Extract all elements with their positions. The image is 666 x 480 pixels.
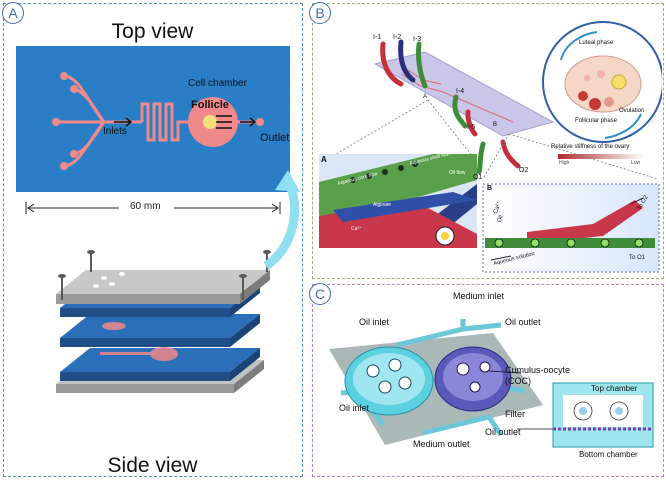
outlet-label: Outlet: [260, 132, 290, 144]
top-view-title: Top view: [111, 20, 194, 43]
inset-a-alginate-label: Alginate: [373, 202, 392, 208]
inset-a-label: A: [321, 155, 327, 164]
panel-b: B: [309, 2, 664, 279]
inlet-tubes: [380, 39, 521, 175]
medium-inlet-label: Medium inlet: [453, 291, 505, 301]
outlet-label-1: O1: [473, 174, 483, 181]
stiffness-low: Low: [631, 160, 641, 166]
cell-chamber-label: Cell chamber: [188, 78, 247, 89]
chamber-right-coc: [456, 361, 491, 393]
cycle-arrows: [560, 31, 642, 139]
ovary-tissue: [564, 55, 642, 113]
inlet-label-5: I-5: [467, 124, 476, 131]
oil-outlet-top-label: Oil outlet: [505, 317, 541, 327]
width-label: 60 mm: [130, 201, 161, 212]
panel-c-drawing: [329, 319, 654, 448]
inset-a: [319, 154, 477, 248]
luteal-phase-label: Luteal phase: [579, 40, 614, 46]
oil-outlet-bottom-label: Oil outlet: [485, 427, 521, 437]
curved-arrow-head: [275, 170, 300, 192]
filter-label: Filter: [505, 409, 525, 419]
outlet-label-2: O2: [519, 167, 529, 174]
inset-a-ca-label: Ca²⁺: [351, 226, 362, 232]
panel-a-drawing: [16, 46, 300, 393]
medium-outlet-label: Medium outlet: [413, 439, 470, 449]
panel-c-badge: C: [309, 283, 331, 305]
chip-marker-b: B: [493, 122, 498, 128]
flow-arrows: [114, 115, 257, 129]
inlet-label-3: I-3: [413, 36, 422, 43]
follicle-label: Follicle: [191, 99, 229, 111]
top-chamber-label: Top chamber: [591, 384, 638, 393]
inlet-label-2: I-2: [393, 34, 402, 41]
coc-label-line2: (COC): [505, 376, 531, 386]
inlet-ports: [52, 72, 264, 170]
stiffness-gradient: [558, 154, 644, 159]
ovary-follicles: [578, 70, 627, 110]
bottom-chamber-label: Bottom chamber: [579, 450, 638, 459]
follicle-dot: [203, 115, 217, 129]
oil-inlet-top-label: Oil inlet: [359, 317, 390, 327]
panel-a: A Top view: [2, 2, 303, 477]
stiffness-high: High: [559, 160, 570, 166]
ovulation-label: Ovulation: [619, 108, 645, 114]
inset-b-to-o1: To O1: [629, 255, 646, 261]
inlet-label-1: I-1: [373, 34, 382, 41]
inset-b-label: B: [487, 185, 493, 192]
panel-b-drawing: [319, 21, 662, 273]
panel-b-badge: B: [309, 2, 331, 24]
inset-a-oil-label: Oil flow: [449, 170, 466, 176]
inset-connectors: [330, 99, 659, 180]
chamber-left-mesh: [353, 353, 425, 405]
inlets-label: Inlets: [103, 126, 127, 137]
follicular-phase-label: Follicular phase: [575, 118, 618, 124]
panel-c: C: [309, 283, 664, 477]
cross-section: [552, 382, 654, 448]
stiffness-title: Relative stiffness of the ovary: [551, 144, 630, 150]
chamber-right-mesh: [443, 353, 503, 401]
curved-arrow: [263, 181, 300, 270]
side-view-title: Side view: [107, 454, 198, 477]
chamber-left-coc: [366, 358, 412, 394]
dimension-line: [25, 202, 281, 214]
inlet-label-4: I-4: [456, 88, 465, 95]
side-view-stack: [56, 250, 271, 393]
coc-label-line1: Cumulus-oocyte: [505, 365, 571, 375]
oil-inlet-bottom-label: Oil inlet: [339, 403, 370, 413]
inset-b: [482, 183, 660, 273]
chip-marker-a: A: [423, 94, 428, 100]
panel-a-badge: A: [2, 2, 24, 24]
